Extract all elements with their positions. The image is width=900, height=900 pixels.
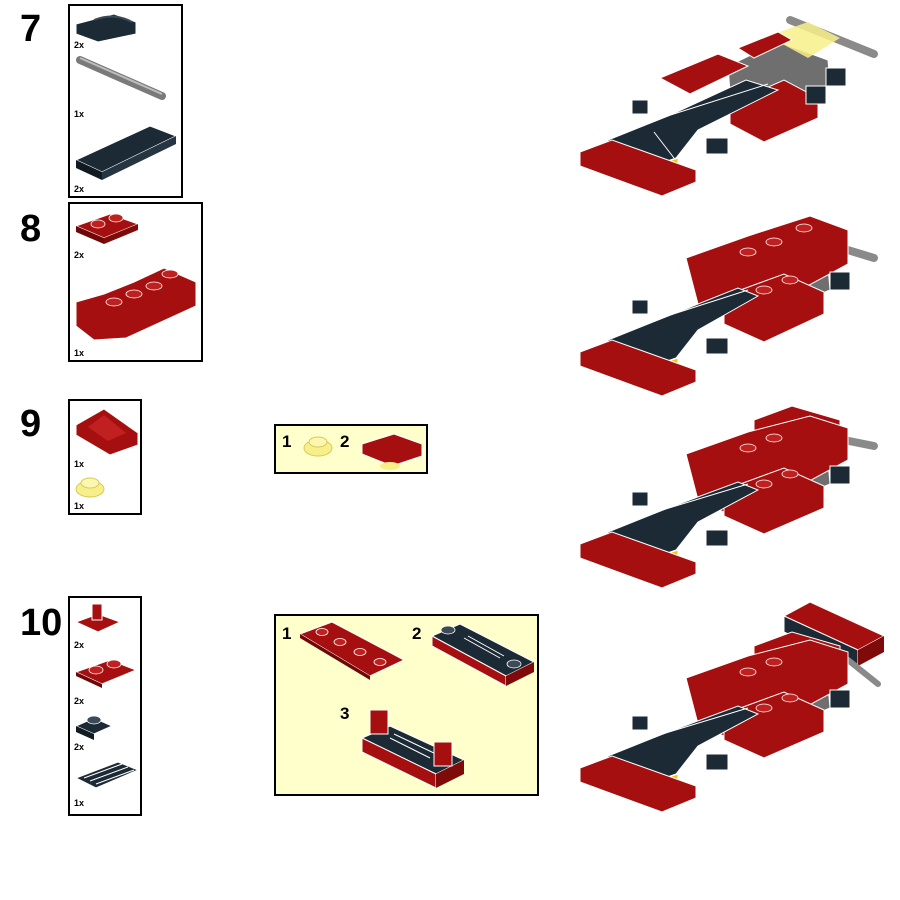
part-qty: 2x xyxy=(74,640,85,650)
sub-step-number: 3 xyxy=(340,704,350,723)
part-qty: 1x xyxy=(74,459,85,469)
part-grille-tile-icon xyxy=(74,761,140,789)
part-qty: 2x xyxy=(74,184,85,194)
subassembly-callout-step-10: 1 2 3 xyxy=(274,614,539,796)
step-number-10: 10 xyxy=(20,602,63,644)
part-plate-icon xyxy=(74,659,138,688)
model-step-10 xyxy=(579,601,886,813)
sub-step-number: 2 xyxy=(412,624,422,643)
part-qty: 2x xyxy=(74,742,85,752)
step-number-8: 8 xyxy=(20,208,42,250)
step-number-9: 9 xyxy=(20,403,42,445)
parts-list-step-10: 2x 2x 2x 1x xyxy=(68,596,142,816)
navy-grille-row-icon xyxy=(430,623,536,687)
sub-step-number: 2 xyxy=(340,432,350,451)
sub-step-number: 1 xyxy=(282,624,292,643)
round-plate-icon xyxy=(303,436,333,457)
part-wedge-slope-icon xyxy=(75,408,139,456)
part-qty: 2x xyxy=(74,250,85,260)
part-bar-icon xyxy=(76,56,166,100)
parts-list-step-8: 2x 1x xyxy=(68,202,203,362)
part-clip-plate-icon xyxy=(74,603,122,633)
part-qty: 1x xyxy=(74,798,85,808)
part-qty: 1x xyxy=(74,348,85,358)
part-qty: 1x xyxy=(74,109,85,119)
part-stud-plate-icon xyxy=(74,715,114,740)
subassembly-callout-step-9: 1 2 xyxy=(274,424,428,474)
parts-list-step-7: 2x 1x 2x xyxy=(68,4,183,198)
part-wing-icon xyxy=(75,267,197,341)
step-number-7: 7 xyxy=(20,8,42,50)
part-curved-slope-icon xyxy=(75,13,137,43)
part-qty: 2x xyxy=(74,40,85,50)
part-qty: 1x xyxy=(74,501,85,511)
rear-wing-assembly-icon xyxy=(360,709,466,789)
wedge-with-plate-icon xyxy=(361,433,423,470)
red-plate-row-icon xyxy=(298,621,406,680)
part-tile-icon xyxy=(74,125,178,180)
model-step-9 xyxy=(579,405,878,589)
part-round-plate-icon xyxy=(75,477,105,498)
part-plate-icon xyxy=(74,213,140,244)
model-step-8 xyxy=(579,215,878,397)
model-step-7 xyxy=(579,16,878,197)
part-qty: 2x xyxy=(74,696,85,706)
sub-step-number: 1 xyxy=(282,432,292,451)
parts-list-step-9: 1x 1x xyxy=(68,399,142,515)
